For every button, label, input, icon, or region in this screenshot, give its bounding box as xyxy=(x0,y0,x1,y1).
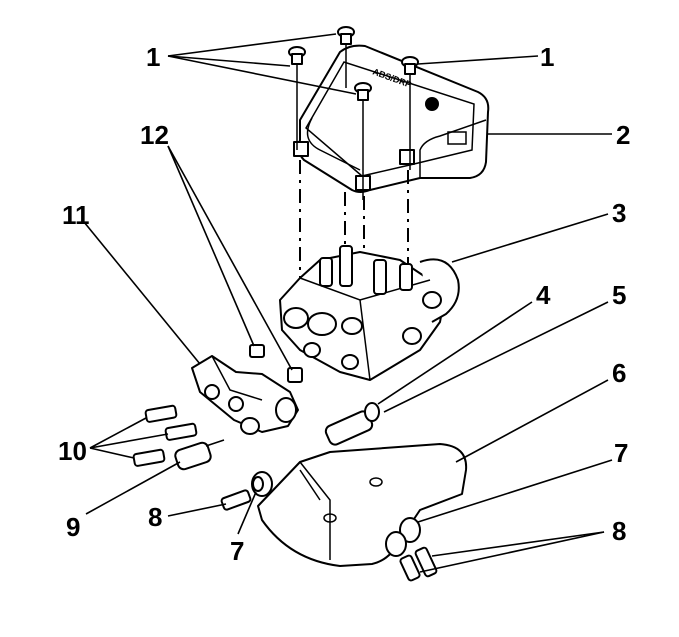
mounting-bracket-plate xyxy=(257,443,468,567)
pressure-sensor xyxy=(174,439,225,471)
callout-11: 11 xyxy=(62,200,90,230)
grommet-right xyxy=(385,517,421,557)
leader-lines xyxy=(83,33,613,573)
cover-screw-d xyxy=(401,56,419,170)
callout-10: 10 xyxy=(58,436,87,466)
modulator-valve-body xyxy=(279,245,460,381)
bolt-a xyxy=(144,404,178,423)
bolt-b xyxy=(164,422,198,441)
callout-2: 2 xyxy=(616,120,630,150)
callout-8-left: 8 xyxy=(148,502,162,532)
brake-pipe-bracket xyxy=(191,355,299,435)
callout-5: 5 xyxy=(612,280,626,310)
callout-7-left: 7 xyxy=(230,536,244,566)
control-module-cover: ABS/DRP xyxy=(297,44,490,193)
callout-9: 9 xyxy=(66,512,80,542)
fitting-lower xyxy=(287,367,303,383)
grommet-left xyxy=(251,471,273,497)
bolt-c xyxy=(132,448,166,467)
callout-7-right: 7 xyxy=(614,438,628,468)
connector-part-4 xyxy=(324,402,380,446)
cover-screw-a xyxy=(337,26,355,88)
callout-12: 12 xyxy=(140,120,169,150)
cover-screw-c xyxy=(354,82,372,200)
callout-3: 3 xyxy=(612,198,626,228)
callout-8-right: 8 xyxy=(612,516,626,546)
callout-4: 4 xyxy=(536,280,551,310)
callout-1-left: 1 xyxy=(146,42,160,72)
callout-1-right: 1 xyxy=(540,42,554,72)
bracket-bolt-left xyxy=(220,489,252,511)
cover-screw-b xyxy=(288,46,306,150)
bracket-bolt-right-b xyxy=(399,554,421,582)
callout-6: 6 xyxy=(612,358,626,388)
fitting-upper xyxy=(249,344,265,358)
